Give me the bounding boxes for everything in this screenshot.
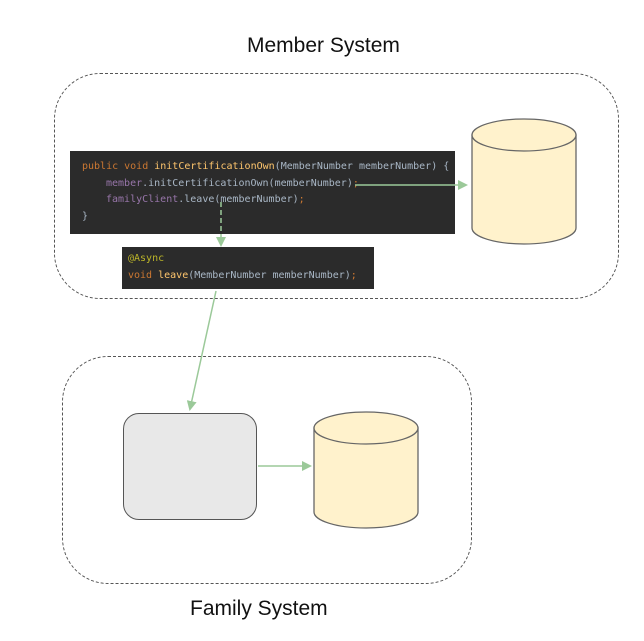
code-field: member (106, 177, 143, 189)
member-system-title: Member System (247, 34, 400, 57)
async-leave-code-block: @Async void leave(MemberNumber memberNumb… (122, 247, 374, 289)
code-params: (MemberNumber memberNumber) (188, 269, 351, 281)
code-semicolon: ; (350, 269, 357, 281)
family-system-title: Family System (190, 597, 328, 620)
code-line-family-call: familyClient.leave(memberNumber); (82, 192, 455, 209)
family-system-boundary (62, 356, 472, 584)
code-line-closing-brace: } (82, 210, 89, 222)
code-field: familyClient (106, 194, 179, 205)
code-annotation: @Async (128, 253, 165, 264)
family-service-box (123, 413, 257, 520)
code-line-leave-signature: void leave(MemberNumber memberNumber); (128, 268, 374, 285)
member-system-boundary (54, 73, 619, 299)
code-params: (MemberNumber memberNumber) { (274, 161, 450, 172)
code-call: .initCertificationOwn(memberNumber) (142, 177, 353, 189)
code-semicolon: ; (298, 194, 305, 205)
code-semicolon: ; (352, 177, 359, 189)
code-keyword: void (128, 269, 159, 281)
code-keyword: public void (82, 161, 155, 172)
code-line-member-call: member.initCertificationOwn(memberNumber… (82, 176, 455, 193)
init-certification-code-block: public void initCertificationOwn(MemberN… (70, 151, 455, 234)
code-method-name: initCertificationOwn (154, 161, 275, 172)
code-line-method-signature: public void initCertificationOwn(MemberN… (82, 159, 455, 176)
code-call: .leave(memberNumber) (178, 194, 299, 205)
code-method-name: leave (158, 269, 189, 281)
